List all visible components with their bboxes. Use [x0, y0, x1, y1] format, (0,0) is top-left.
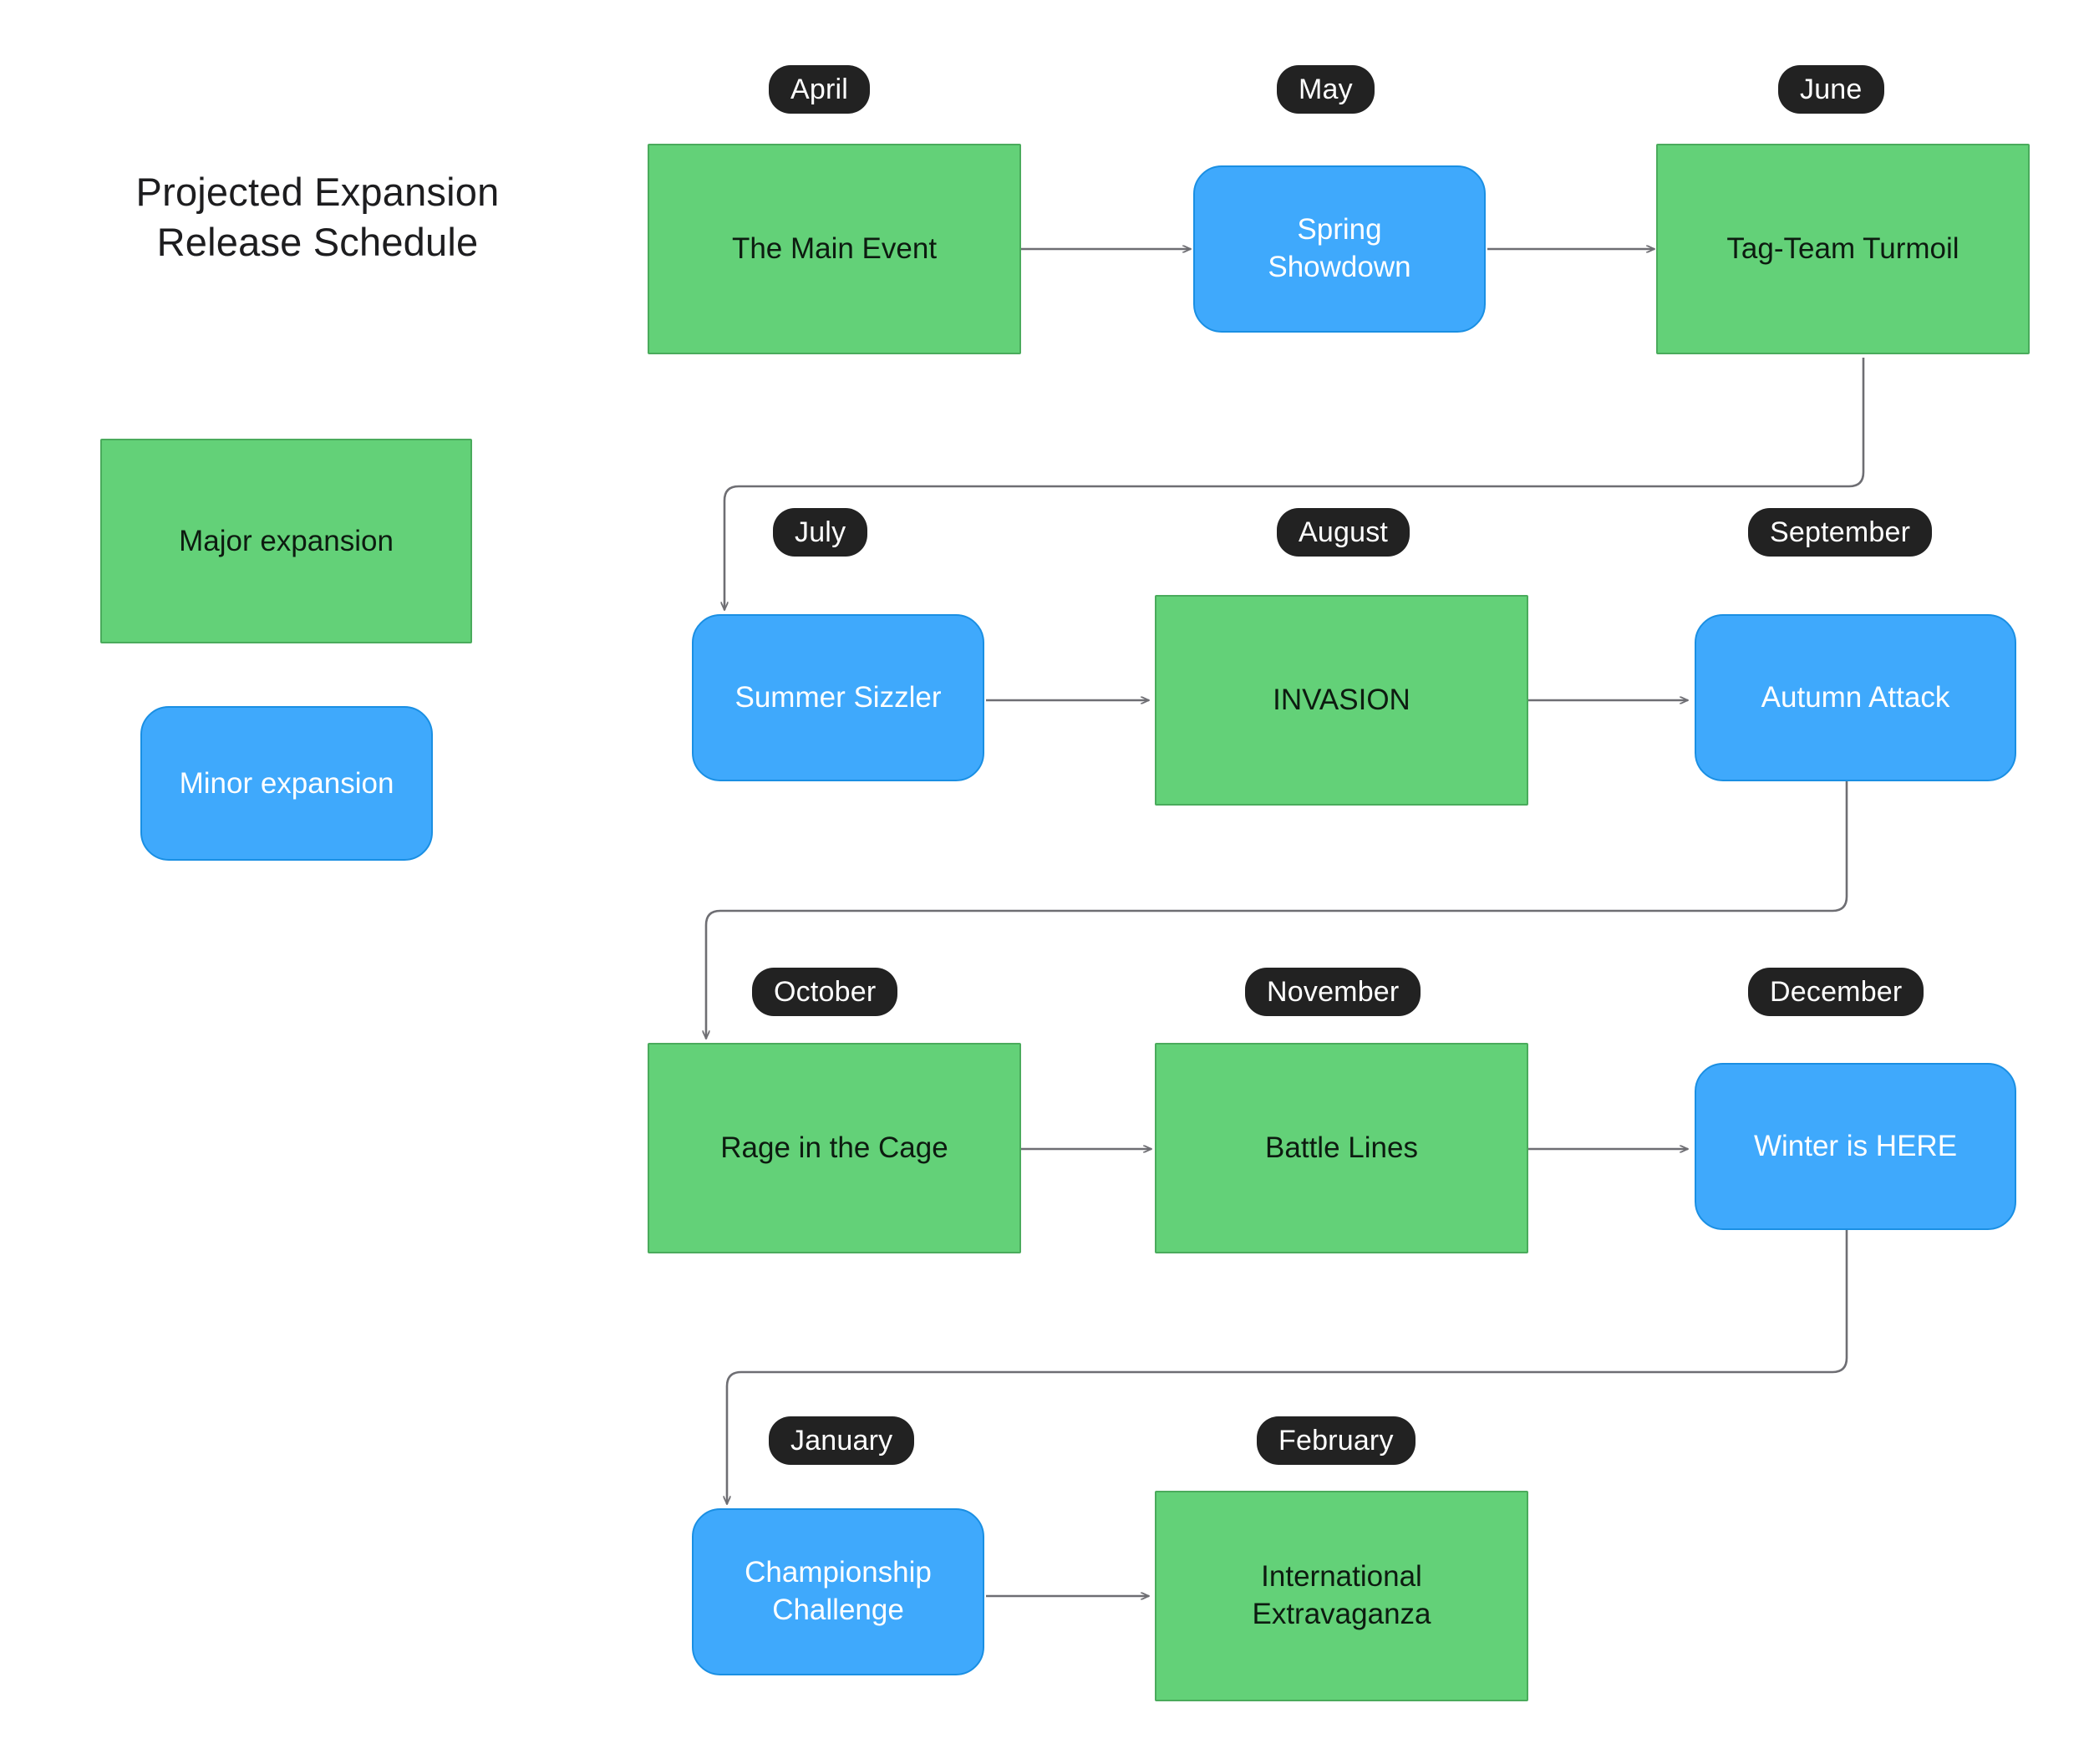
- node-battle-lines[interactable]: Battle Lines: [1155, 1043, 1528, 1253]
- month-badge-may: May: [1277, 65, 1375, 114]
- month-badge-label: November: [1267, 975, 1400, 1008]
- node-invasion[interactable]: INVASION: [1155, 595, 1528, 806]
- month-badge-label: May: [1299, 73, 1353, 105]
- page-title: Projected Expansion Release Schedule: [135, 170, 500, 265]
- month-badge-label: December: [1770, 975, 1903, 1008]
- node-label: Summer Sizzler: [734, 680, 942, 714]
- month-badge-label: July: [795, 516, 846, 548]
- node-tag-team-turmoil[interactable]: Tag-Team Turmoil: [1656, 144, 2030, 354]
- month-badge-december: December: [1748, 968, 1924, 1016]
- node-spring-showdown[interactable]: Spring Showdown: [1193, 165, 1486, 333]
- node-label: INVASION: [1273, 683, 1410, 716]
- node-label: Autumn Attack: [1761, 680, 1950, 714]
- month-badge-august: August: [1277, 508, 1410, 557]
- month-badge-november: November: [1245, 968, 1421, 1016]
- month-badge-january: January: [769, 1416, 915, 1465]
- node-label: Championship Challenge: [745, 1556, 932, 1626]
- node-label: The Main Event: [731, 231, 938, 265]
- node-label: Winter is HERE: [1753, 1129, 1958, 1162]
- node-label: International Extravaganza: [1252, 1560, 1431, 1630]
- edge-tag-team-turmoil-to-summer-sizzler: [724, 358, 1865, 610]
- node-label: Rage in the Cage: [720, 1131, 948, 1164]
- month-badge-february: February: [1257, 1416, 1416, 1465]
- node-rage-in-the-cage[interactable]: Rage in the Cage: [648, 1043, 1021, 1253]
- month-badge-september: September: [1748, 508, 1933, 557]
- node-label: Battle Lines: [1265, 1131, 1418, 1164]
- legend-item-major-expansion: Major expansion: [100, 439, 472, 643]
- node-international-extravaganza[interactable]: International Extravaganza: [1155, 1491, 1528, 1701]
- node-label: Tag-Team Turmoil: [1726, 231, 1959, 265]
- node-summer-sizzler[interactable]: Summer Sizzler: [692, 614, 984, 781]
- legend-item-minor-expansion: Minor expansion: [140, 706, 433, 861]
- node-label: Spring Showdown: [1268, 213, 1411, 283]
- month-badge-label: August: [1299, 516, 1389, 548]
- legend-label-major-expansion: Major expansion: [179, 524, 394, 557]
- month-badge-june: June: [1778, 65, 1884, 114]
- legend-label-minor-expansion: Minor expansion: [179, 766, 394, 800]
- month-badge-label: June: [1800, 73, 1863, 105]
- month-badge-label: February: [1278, 1424, 1394, 1456]
- node-the-main-event[interactable]: The Main Event: [648, 144, 1021, 354]
- node-winter-is-here[interactable]: Winter is HERE: [1695, 1063, 2016, 1230]
- month-badge-label: April: [790, 73, 849, 105]
- month-badge-july: July: [773, 508, 868, 557]
- month-badge-october: October: [752, 968, 898, 1016]
- month-badge-label: September: [1770, 516, 1911, 548]
- month-badge-april: April: [769, 65, 871, 114]
- node-championship-challenge[interactable]: Championship Challenge: [692, 1508, 984, 1675]
- month-badge-label: October: [774, 975, 877, 1008]
- node-autumn-attack[interactable]: Autumn Attack: [1695, 614, 2016, 781]
- month-badge-label: January: [790, 1424, 893, 1456]
